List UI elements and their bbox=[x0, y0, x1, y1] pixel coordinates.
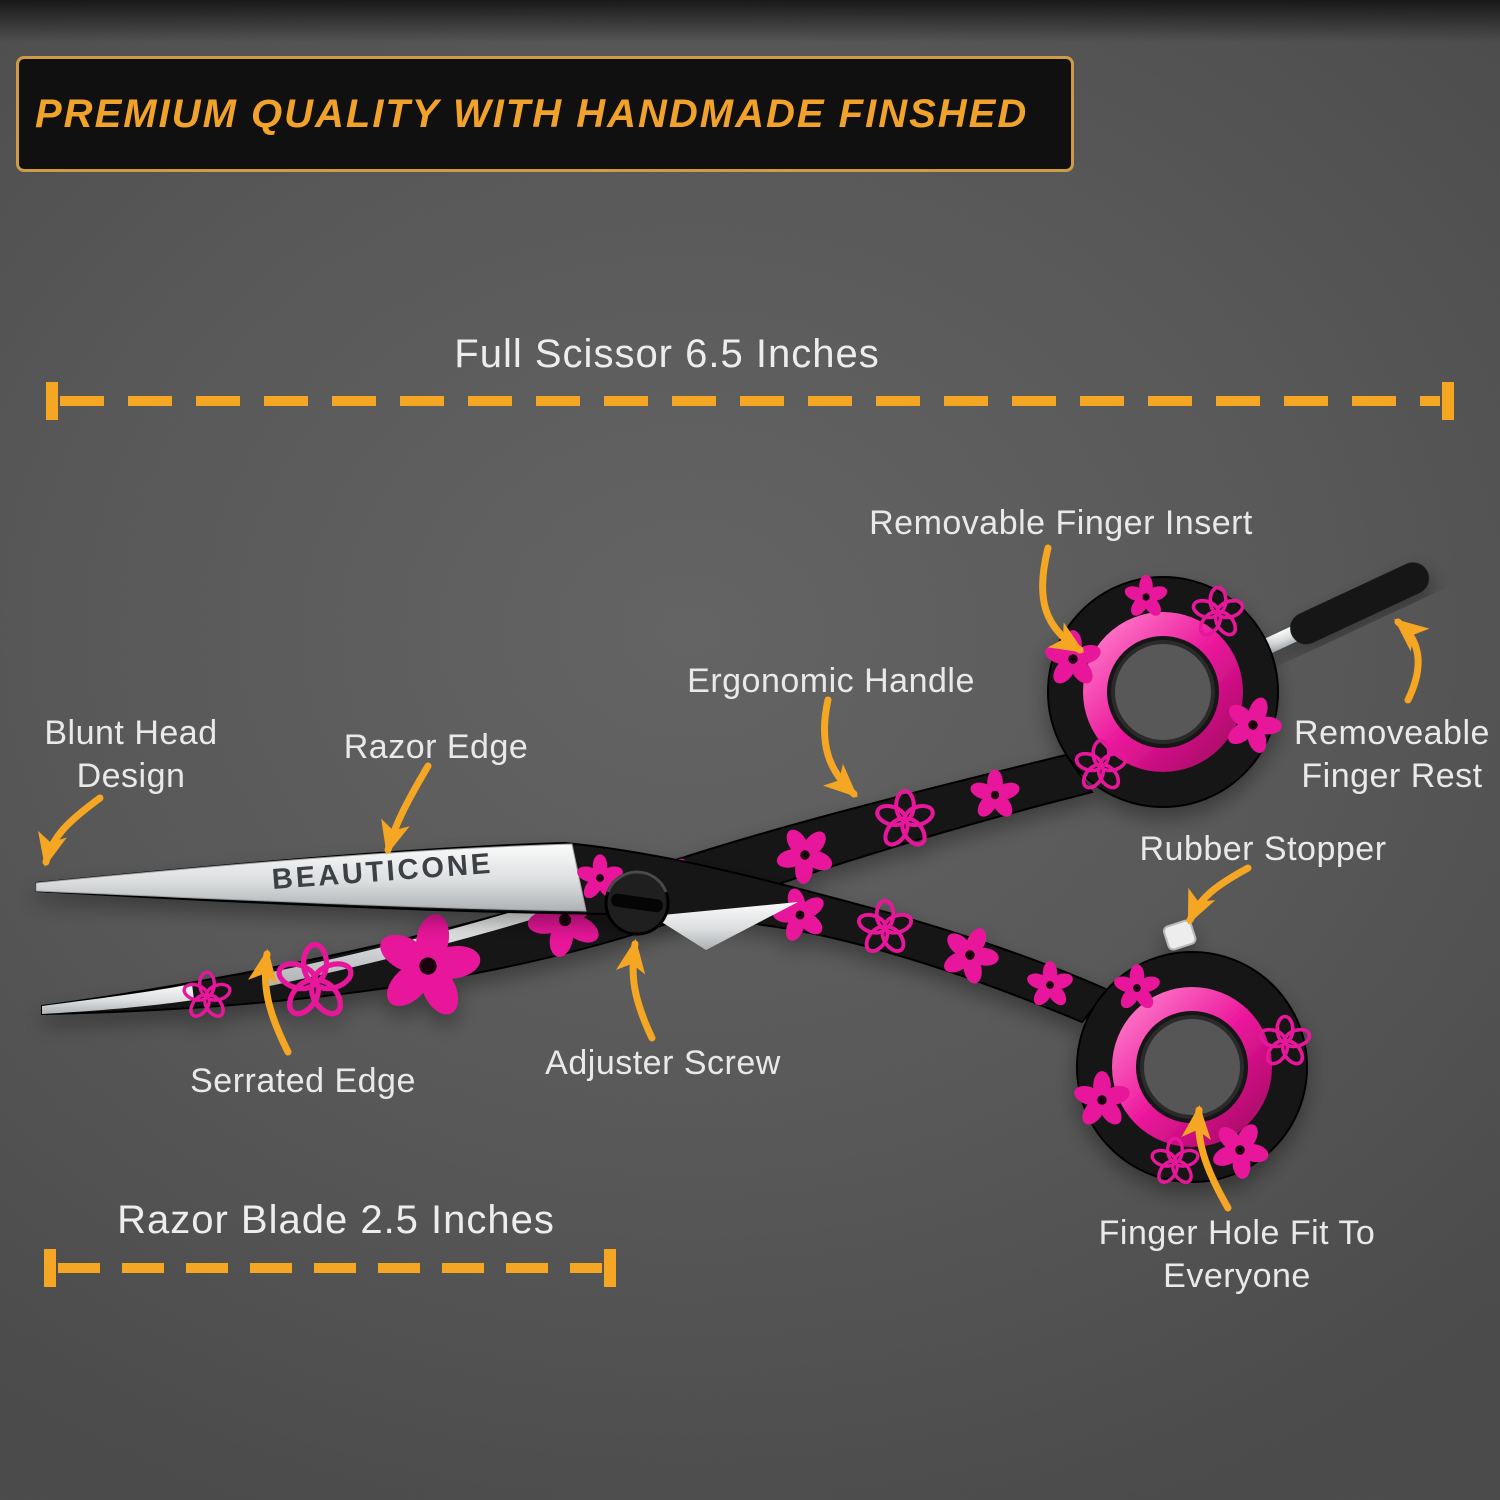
measure-line-full-scissor bbox=[46, 382, 1454, 420]
arrow-finger-hole bbox=[1181, 1104, 1232, 1212]
arrow-ergonomic-handle bbox=[821, 696, 858, 798]
full-scissor-measure-label: Full Scissor 6.5 Inches bbox=[454, 332, 880, 376]
banner-title: PREMIUM QUALITY WITH HANDMADE FINSHED bbox=[35, 91, 1029, 136]
top-blade-lower-handle bbox=[35, 841, 1314, 1190]
top-vignette bbox=[0, 0, 1500, 42]
callout-rubber-stopper: Rubber Stopper bbox=[1139, 830, 1387, 868]
bottom-blade-tip-steel bbox=[42, 984, 194, 1014]
bottom-blade-upper-handle bbox=[41, 574, 1292, 1027]
adjuster-screw bbox=[604, 870, 670, 936]
razor-blade-measure-label: Razor Blade 2.5 Inches bbox=[117, 1198, 555, 1242]
callout-razor-edge: Razor Edge bbox=[343, 728, 529, 766]
arrow-removeable-finger-rest bbox=[1394, 618, 1430, 704]
banner: PREMIUM QUALITY WITH HANDMADE FINSHED bbox=[16, 56, 1074, 172]
rubber-stopper bbox=[1162, 919, 1197, 951]
arrow-blunt-head-design bbox=[38, 794, 104, 867]
callout-blunt-head-design: Blunt Head Design bbox=[44, 714, 218, 795]
arrow-adjuster-screw bbox=[615, 939, 656, 1042]
exposed-blade-edge bbox=[652, 902, 798, 950]
arrow-removable-finger-insert bbox=[1039, 544, 1085, 654]
arrow-rubber-stopper bbox=[1186, 864, 1252, 925]
arrow-razor-edge bbox=[381, 762, 432, 855]
callout-removeable-finger-rest: Removeable Finger Rest bbox=[1294, 714, 1490, 795]
callout-adjuster-screw: Adjuster Screw bbox=[545, 1044, 781, 1082]
arrow-serrated-edge bbox=[247, 949, 292, 1056]
callout-ergonomic-handle: Ergonomic Handle bbox=[687, 662, 975, 700]
callout-removable-finger-insert: Removable Finger Insert bbox=[869, 504, 1253, 542]
measure-line-razor-blade bbox=[44, 1249, 616, 1287]
lower-finger-ring bbox=[1076, 951, 1308, 1183]
callout-finger-hole-fit: Finger Hole Fit To Everyone bbox=[1098, 1214, 1376, 1295]
upper-finger-ring bbox=[1047, 576, 1279, 808]
razor-blade-steel bbox=[35, 843, 587, 912]
callout-arrows bbox=[38, 544, 1430, 1212]
finger-rest bbox=[1264, 562, 1430, 654]
callout-serrated-edge: Serrated Edge bbox=[190, 1062, 416, 1100]
